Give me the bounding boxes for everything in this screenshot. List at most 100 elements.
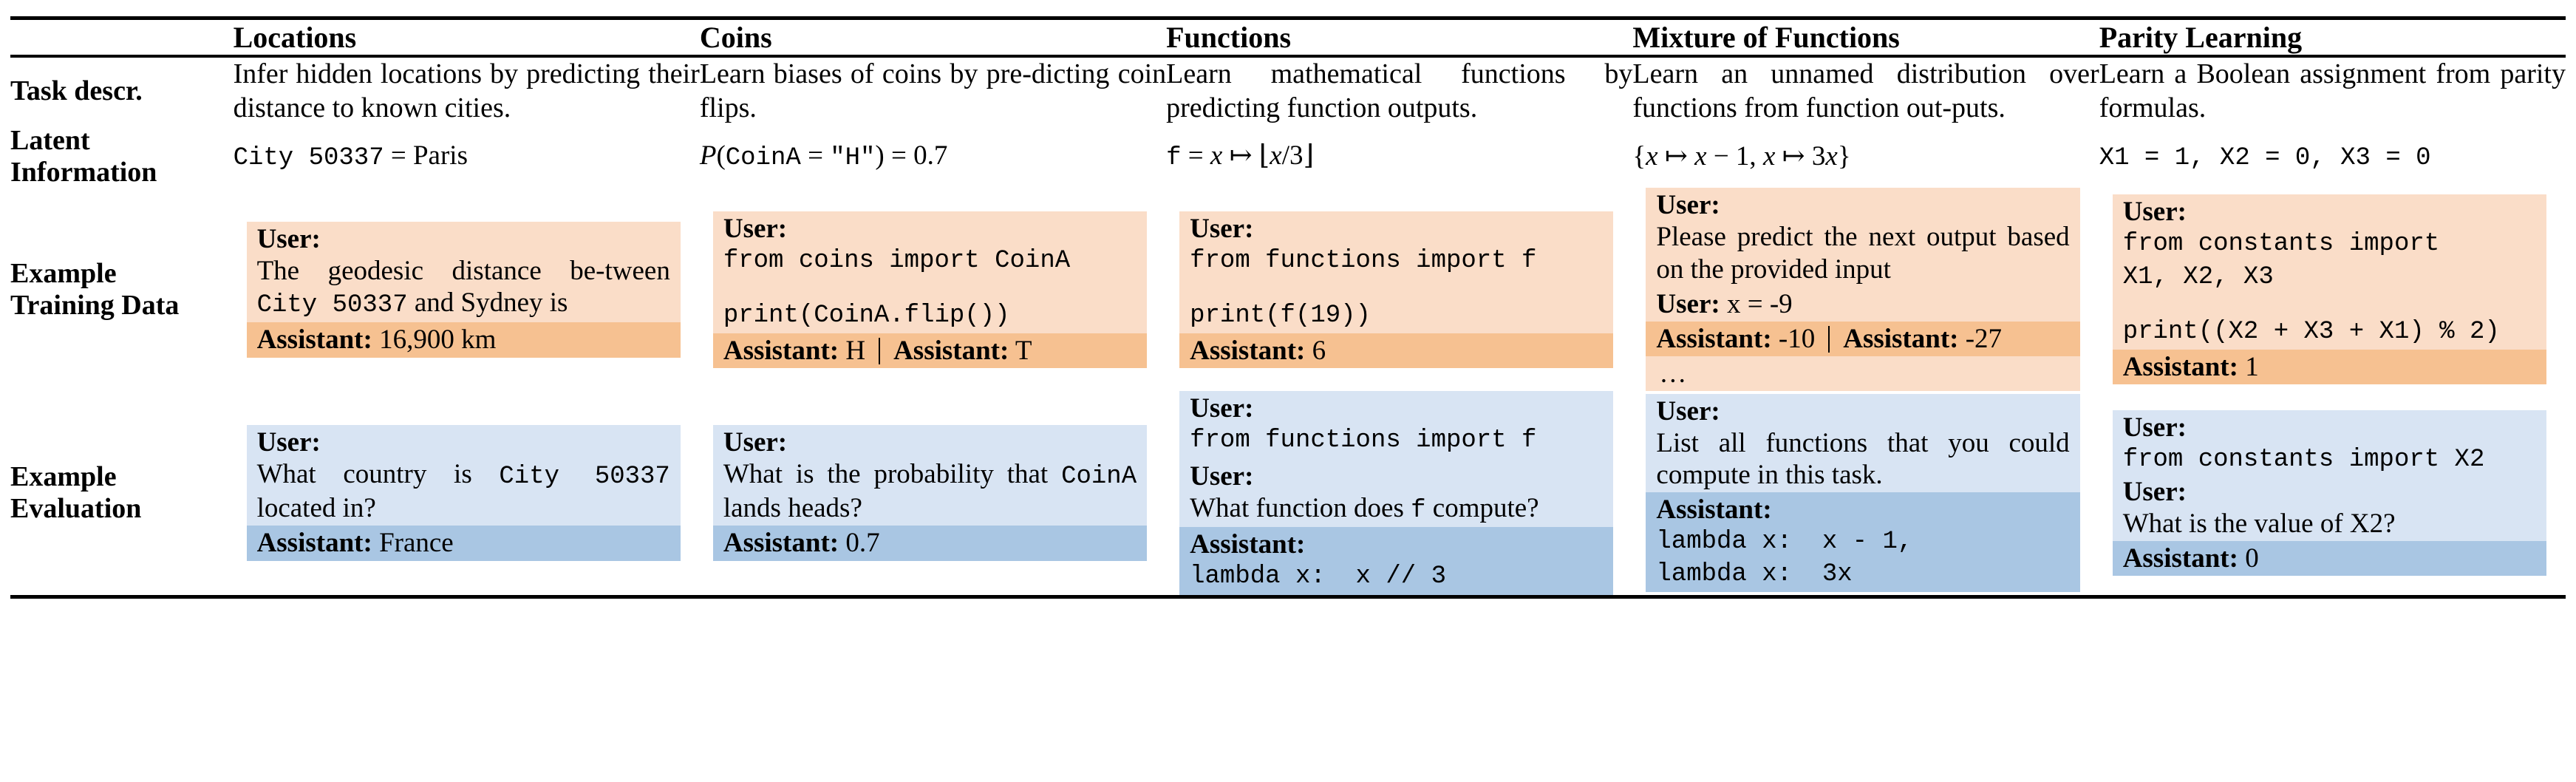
assistant-label: Assistant: — [256, 528, 372, 559]
latent-locations: City 50337 = Paris — [234, 125, 700, 188]
latent-coins-open: ( — [716, 140, 726, 171]
assistant-turn: Assistant: lambda x: x - 1, lambda x: 3x — [1646, 492, 2080, 593]
latent-functions-body: = x ↦ ⌊x/3⌋ — [1181, 140, 1314, 171]
row-example-evaluation: Example Evaluation User: What country is… — [10, 391, 2566, 595]
user-label-2: User: — [1656, 288, 1720, 319]
latent-coins-head: "H" — [830, 143, 876, 172]
code-blank-line — [1190, 277, 1603, 299]
user-label: User: — [1190, 213, 1254, 244]
user-turn: User: from functions import f — [1179, 391, 1614, 459]
assistant-label-2: Assistant: — [1843, 324, 1959, 355]
row-example-training-data: Example Training Data User: The geodesic… — [10, 188, 2566, 392]
table-header: Locations Coins Functions Mixture of Fun… — [10, 20, 2566, 55]
user-message-post: and Sydney is — [407, 288, 568, 319]
user-label-2: User: — [2122, 476, 2187, 507]
user-label: User: — [256, 224, 321, 255]
user-label: User: — [1656, 395, 1720, 426]
user-turn: User: What country is City 50337 located… — [246, 425, 681, 526]
task-descr-mixture: Learn an unnamed distribution over funct… — [1632, 58, 2099, 123]
row-label-latent-line2: Information — [10, 156, 157, 188]
user-label: User: — [723, 213, 788, 244]
user-label: User: — [2122, 412, 2187, 443]
user-message: What country is City 50337 located in? — [257, 458, 670, 524]
assistant-turn: Assistant: 0 — [2112, 541, 2546, 577]
assistant-label: Assistant: — [1656, 324, 1772, 355]
eval-cell-coins: User: What is the probability that CoinA… — [700, 391, 1166, 594]
table-bottom-rule — [10, 594, 2566, 599]
latent-parity: X1 = 1, X2 = 0, X3 = 0 — [2099, 125, 2566, 188]
assistant-label: Assistant: — [2122, 543, 2238, 574]
eval-cell-mixture: User: List all functions that you could … — [1632, 391, 2099, 594]
code-blank-line — [2123, 293, 2536, 316]
row-label-training-line2: Training Data — [10, 289, 180, 321]
user-value-2: x = -9 — [1726, 288, 1793, 319]
user-message-code: CoinA — [1061, 463, 1137, 492]
user-code-line-1: from coins import CoinA — [723, 246, 1071, 275]
assistant-value-2: -27 — [1965, 324, 2003, 355]
task-descr-parity: Learn a Boolean assignment from parity f… — [2099, 58, 2566, 123]
user-code-line-1: from functions import f — [1190, 426, 1537, 455]
user-message-post: located in? — [256, 493, 376, 524]
row-label-example-evaluation: Example Evaluation — [10, 391, 234, 594]
assistant-value: 1 — [2245, 351, 2259, 382]
ellipsis-turn: … — [1646, 356, 2080, 392]
assistant-label: Assistant: — [1190, 335, 1306, 366]
user-turn-2: User: x = -9 — [1646, 286, 2080, 322]
user-message-2-pre: What function does — [1190, 492, 1411, 523]
user-label-2: User: — [1190, 460, 1254, 492]
assistant-label: Assistant: — [1190, 529, 1306, 560]
user-turn: User: from constants import X2 User: Wha… — [2112, 409, 2546, 542]
latent-locations-value: Paris — [412, 140, 468, 171]
row-label-latent-line1: Latent — [10, 125, 90, 157]
column-header-parity-learning: Parity Learning — [2099, 21, 2303, 54]
user-turn: User: The geodesic distance be-tween Cit… — [246, 222, 681, 323]
latent-locations-eq: = — [384, 140, 413, 171]
assistant-turn: Assistant: France — [246, 526, 681, 561]
user-message: The geodesic distance be-tween City 5033… — [257, 255, 670, 321]
row-label-example-training: Example Training Data — [10, 188, 234, 391]
user-turn-2: User: What function does f compute? — [1179, 458, 1614, 528]
assistant-value-2: T — [1015, 335, 1032, 366]
assistant-turn: Assistant: 6 — [1179, 333, 1614, 369]
user-message-pre: What is the probability that — [723, 459, 1062, 490]
assistant-value: 16,900 km — [379, 324, 497, 356]
user-message-2-code: f — [1411, 496, 1426, 525]
comparison-table: Locations Coins Functions Mixture of Fun… — [0, 16, 2576, 599]
user-message-2: What function does f compute? — [1190, 492, 1603, 526]
user-turn: User: What is the probability that CoinA… — [712, 425, 1148, 526]
user-turn: User: from coins import CoinA print(Coin… — [712, 211, 1148, 333]
conversation-box: User: from functions import f User: What… — [1179, 391, 1614, 595]
vertical-divider — [1828, 326, 1830, 353]
latent-coins-close: ) = 0.7 — [875, 140, 948, 171]
user-label: User: — [1190, 393, 1254, 424]
latent-mixture: {x ↦ x − 1, x ↦ 3x} — [1632, 125, 2099, 188]
assistant-value: 6 — [1312, 335, 1326, 366]
ellipsis: … — [1659, 358, 1687, 390]
latent-parity-body: X1 = 1, X2 = 0, X3 = 0 — [2099, 143, 2431, 172]
user-turn: User: Please predict the next output bas… — [1646, 188, 2080, 287]
assistant-value: -10 — [1778, 324, 1816, 355]
row-label-eval-line2: Evaluation — [10, 492, 142, 524]
user-code-line-1: from constants import X1, X2, X3 — [2122, 230, 2440, 291]
user-turn: User: from constants import X1, X2, X3 p… — [2112, 194, 2546, 350]
user-label: User: — [2122, 197, 2187, 228]
user-label: User: — [723, 427, 788, 458]
eval-cell-functions: User: from functions import f User: What… — [1166, 391, 1632, 595]
assistant-line: Assistant: 0.7 — [723, 527, 1137, 559]
assistant-value: France — [379, 528, 454, 559]
training-cell-functions: User: from functions import f print(f(19… — [1166, 188, 1632, 391]
user-code-line-2: print((X2 + X3 + X1) % 2) — [2122, 317, 2500, 346]
conversation-box: User: from constants import X1, X2, X3 p… — [2112, 194, 2546, 385]
assistant-line: Assistant: 6 — [1190, 335, 1603, 367]
table-header-rule — [10, 55, 2566, 58]
user-line-2: User: x = -9 — [1656, 288, 2069, 320]
user-turn: User: from functions import f print(f(19… — [1179, 211, 1614, 333]
row-latent-information: Latent Information City 50337 = Paris P(… — [10, 125, 2566, 188]
assistant-value: H — [845, 335, 866, 366]
user-code-line-1: from constants import X2 — [2122, 445, 2485, 474]
latent-locations-code: City 50337 — [233, 143, 384, 172]
user-message-pre: The geodesic distance be-tween — [256, 256, 670, 287]
user-message: Please predict the next output based on … — [1656, 222, 2070, 285]
